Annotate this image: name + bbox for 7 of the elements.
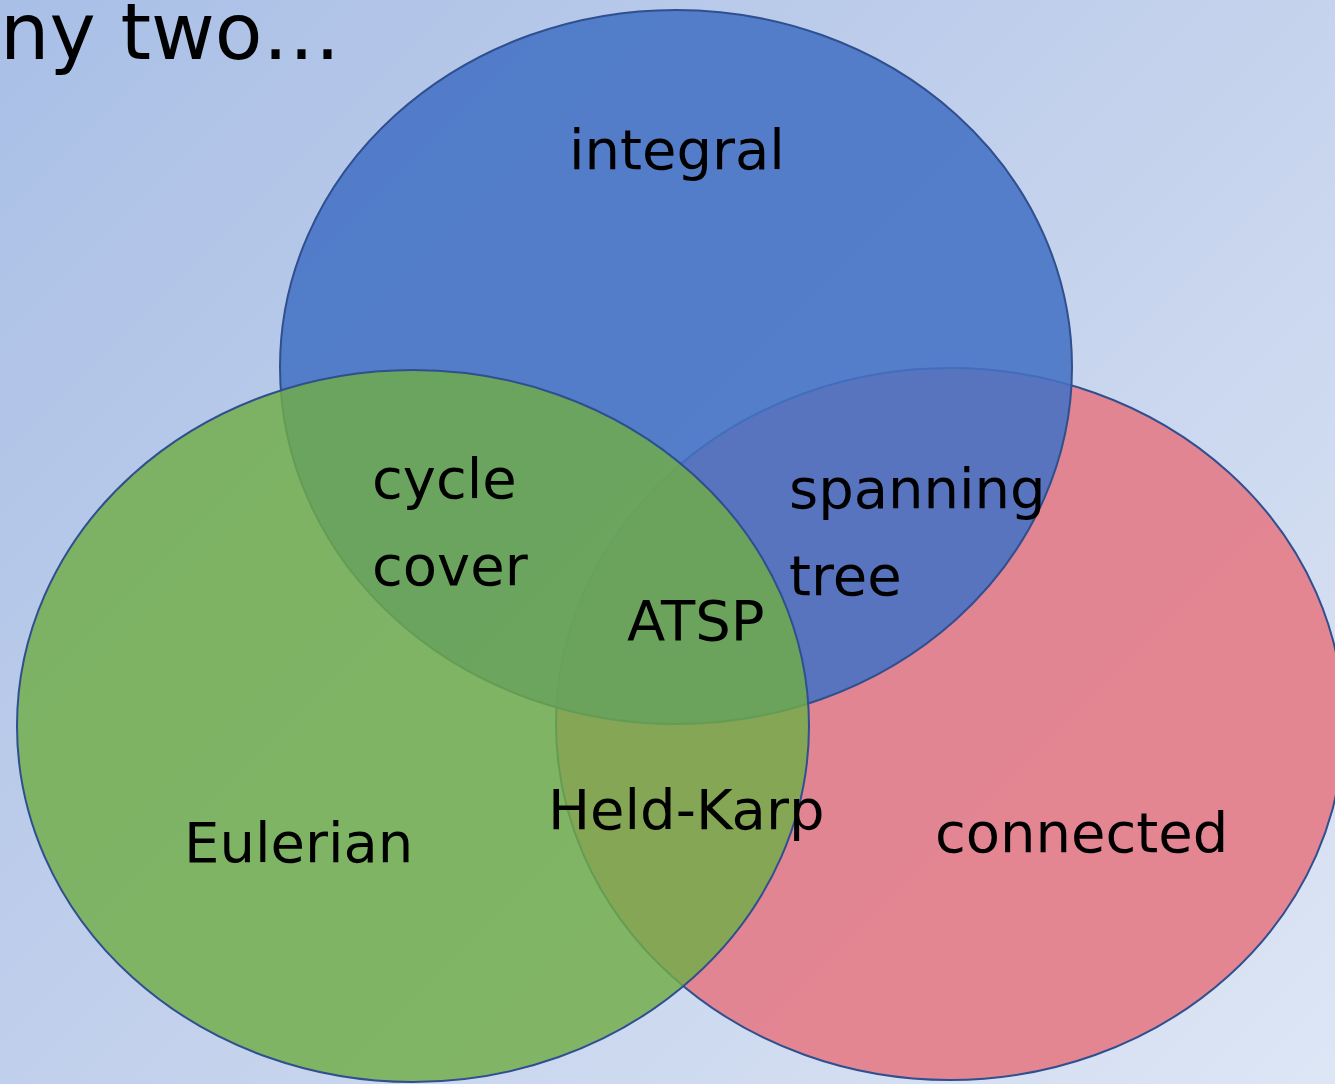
intersection-label: ATSP (627, 587, 766, 655)
intersection-label: cycle cover (372, 445, 529, 600)
set-label: Eulerian (184, 809, 414, 877)
set-label: connected (935, 799, 1229, 867)
intersection-label: spanning tree (789, 455, 1047, 610)
set-label: integral (569, 116, 785, 184)
slide-title: ny two… (0, 0, 342, 79)
